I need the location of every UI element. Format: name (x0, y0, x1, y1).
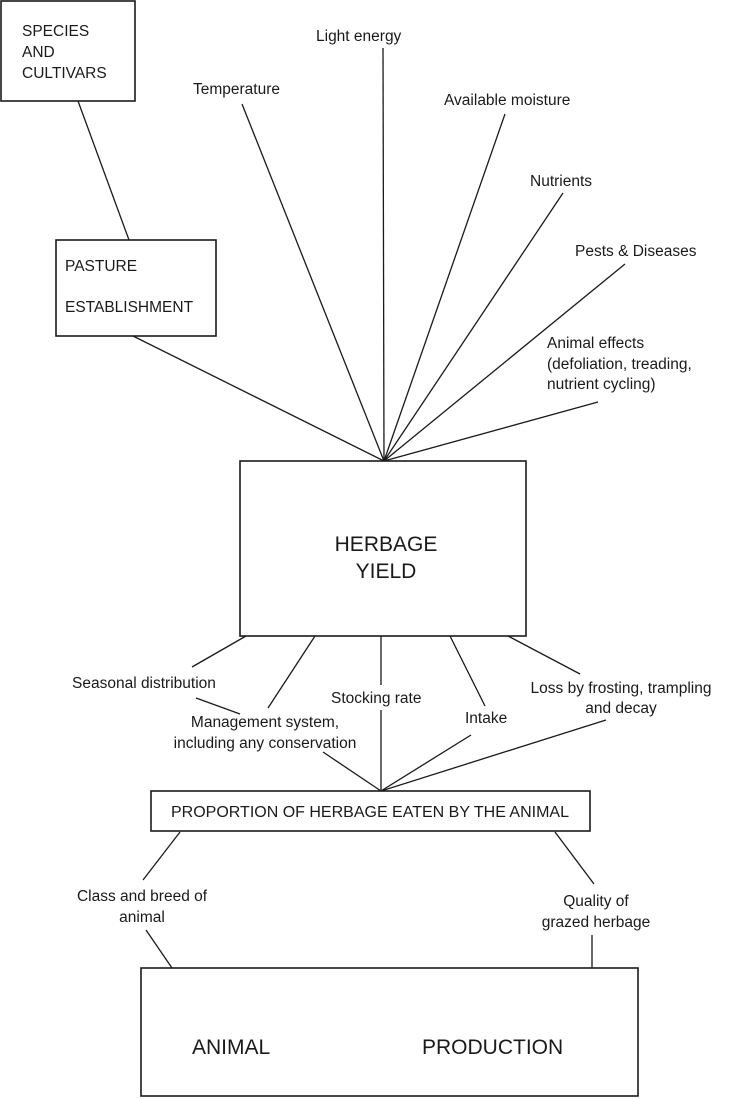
edge-temperature-to-yield (241, 103, 385, 462)
box-herbage-yield: HERBAGE YIELD (239, 460, 527, 637)
establishment-line-1: PASTURE (65, 258, 137, 275)
proportion-eaten-label: PROPORTION OF HERBAGE EATEN BY THE ANIMA… (171, 804, 569, 821)
edge-management-to-proportion (322, 751, 382, 792)
svg-text:Animal effects: Animal effects (547, 335, 644, 352)
edge-establishment-to-yield (132, 335, 385, 462)
animal-effects-label: Animal effects (defoliation, treading, n… (547, 335, 692, 393)
species-line-3: CULTIVARS (22, 65, 107, 82)
management-system-label: Management system, including any conserv… (174, 714, 357, 752)
svg-text:(defoliation, treading,: (defoliation, treading, (547, 356, 692, 373)
edge-proportion-to-class (142, 831, 181, 881)
edge-class-to-production (145, 929, 173, 969)
box-pasture-establishment: PASTURE ESTABLISHMENT (55, 239, 217, 337)
edge-moisture-to-yield (383, 113, 506, 462)
svg-text:Class and breed of: Class and breed of (77, 888, 208, 905)
svg-text:animal: animal (119, 909, 165, 926)
edge-light-energy-to-yield (382, 47, 385, 462)
svg-text:including any conservation: including any conservation (174, 735, 357, 752)
edge-proportion-to-quality (554, 831, 595, 885)
species-line-1: SPECIES (22, 23, 89, 40)
production-label: PRODUCTION (422, 1036, 563, 1059)
box-animal-production: ANIMAL PRODUCTION (140, 967, 639, 1097)
available-moisture-label: Available moisture (444, 92, 570, 109)
animal-label: ANIMAL (192, 1036, 270, 1059)
box-proportion-eaten: PROPORTION OF HERBAGE EATEN BY THE ANIMA… (150, 790, 591, 832)
svg-text:nutrient cycling): nutrient cycling) (547, 376, 656, 393)
box-species-cultivars: SPECIES AND CULTIVARS (0, 0, 136, 102)
edge-loss-to-proportion (380, 719, 607, 792)
edge-species-to-establishment (77, 100, 130, 241)
svg-text:Quality of: Quality of (563, 893, 629, 910)
edge-yield-to-intake (449, 635, 486, 707)
establishment-line-2: ESTABLISHMENT (65, 299, 194, 316)
loss-label: Loss by frosting, trampling and decay (531, 680, 712, 717)
nutrients-label: Nutrients (530, 173, 592, 190)
edge-yield-to-seasonal (191, 635, 247, 668)
edge-yield-to-management (267, 635, 316, 709)
svg-text:Management system,: Management system, (191, 714, 339, 731)
edge-seasonal-to-management (195, 697, 241, 715)
quality-label: Quality of grazed herbage (542, 893, 651, 931)
stocking-rate-label: Stocking rate (331, 690, 421, 707)
edge-yield-to-loss (507, 635, 581, 675)
species-line-2: AND (22, 44, 55, 61)
light-energy-label: Light energy (316, 28, 402, 45)
edge-animal-effects-to-yield (383, 401, 599, 462)
svg-text:Loss by frosting, trampling: Loss by frosting, trampling (531, 680, 712, 697)
edge-pests-to-yield (383, 263, 626, 462)
intake-label: Intake (465, 710, 507, 727)
herbage-yield-line-1: HERBAGE (335, 533, 438, 556)
seasonal-distribution-label: Seasonal distribution (72, 675, 216, 692)
herbage-yield-line-2: YIELD (356, 560, 417, 583)
svg-text:grazed herbage: grazed herbage (542, 914, 651, 931)
temperature-label: Temperature (193, 81, 280, 98)
edge-intake-to-proportion (380, 734, 472, 792)
edge-nutrients-to-yield (383, 192, 564, 462)
pests-diseases-label: Pests & Diseases (575, 243, 697, 260)
svg-text:and decay: and decay (585, 700, 657, 717)
class-breed-label: Class and breed of animal (77, 888, 208, 926)
connectors (77, 47, 626, 969)
